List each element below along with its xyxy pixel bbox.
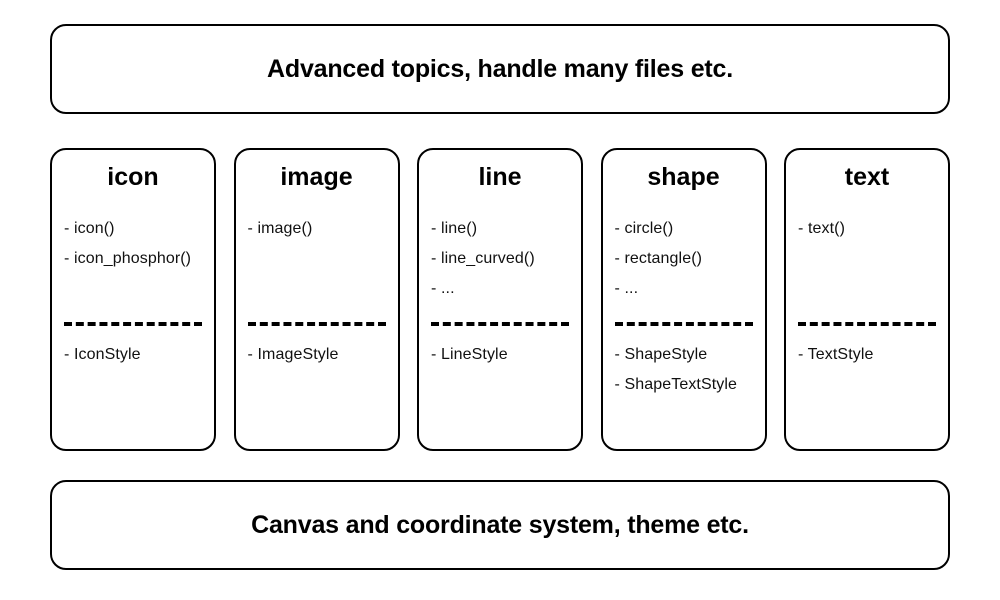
module-card-shape[interactable]: shape - circle() - rectangle() - ... - S…	[600, 148, 767, 451]
list-item: - icon_phosphor()	[64, 250, 192, 267]
dashed-separator	[247, 322, 386, 326]
module-cards-row: icon - icon() - icon_phosphor() - IconSt…	[50, 148, 950, 451]
list-item: - line_curved()	[431, 250, 535, 267]
dashed-separator	[614, 322, 753, 326]
list-item: - text()	[798, 220, 846, 237]
function-list: - text()	[796, 214, 938, 319]
module-card-body: - circle() - rectangle() - ... - ShapeSt…	[613, 214, 755, 439]
function-list: - icon() - icon_phosphor()	[62, 214, 204, 319]
bottom-banner-text: Canvas and coordinate system, theme etc.	[251, 510, 749, 539]
list-item: - icon()	[64, 220, 115, 237]
function-list: - image()	[246, 214, 388, 319]
module-card-text[interactable]: text - text() - TextStyle	[784, 148, 950, 451]
function-list: - line() - line_curved() - ...	[429, 214, 571, 319]
top-banner: Advanced topics, handle many files etc.	[50, 24, 950, 114]
style-list: - ShapeStyle - ShapeTextStyle	[613, 340, 755, 400]
style-list: - LineStyle	[429, 340, 571, 370]
module-card-icon[interactable]: icon - icon() - icon_phosphor() - IconSt…	[50, 148, 216, 451]
style-list: - TextStyle	[796, 340, 938, 370]
top-banner-text: Advanced topics, handle many files etc.	[267, 54, 733, 83]
list-item: - ...	[614, 280, 639, 297]
style-list: - ImageStyle	[246, 340, 388, 370]
list-item: - IconStyle	[64, 346, 141, 363]
list-item: - ShapeStyle	[614, 346, 708, 363]
dashed-separator	[798, 322, 936, 326]
module-card-body: - line() - line_curved() - ... - LineSty…	[429, 214, 571, 439]
module-card-body: - image() - ImageStyle	[246, 214, 388, 439]
list-item: - line()	[431, 220, 478, 237]
bottom-banner: Canvas and coordinate system, theme etc.	[50, 480, 950, 570]
list-item: - rectangle()	[614, 250, 703, 267]
module-card-title: icon	[107, 163, 159, 191]
module-card-body: - icon() - icon_phosphor() - IconStyle	[62, 214, 204, 439]
module-card-body: - text() - TextStyle	[796, 214, 938, 439]
list-item: - LineStyle	[431, 346, 508, 363]
module-card-line[interactable]: line - line() - line_curved() - ... - Li…	[417, 148, 583, 451]
list-item: - ShapeTextStyle	[614, 376, 738, 393]
function-list: - circle() - rectangle() - ...	[613, 214, 755, 319]
module-card-title: line	[478, 163, 522, 191]
list-item: - image()	[247, 220, 313, 237]
module-card-title: text	[844, 163, 890, 191]
list-item: - ImageStyle	[247, 346, 339, 363]
dashed-separator	[431, 322, 569, 326]
module-card-title: shape	[647, 163, 720, 191]
style-list: - IconStyle	[62, 340, 204, 370]
module-card-title: image	[280, 163, 353, 191]
module-card-image[interactable]: image - image() - ImageStyle	[233, 148, 400, 451]
list-item: - ...	[431, 280, 455, 297]
list-item: - TextStyle	[798, 346, 874, 363]
dashed-separator	[64, 322, 202, 326]
list-item: - circle()	[614, 220, 674, 237]
